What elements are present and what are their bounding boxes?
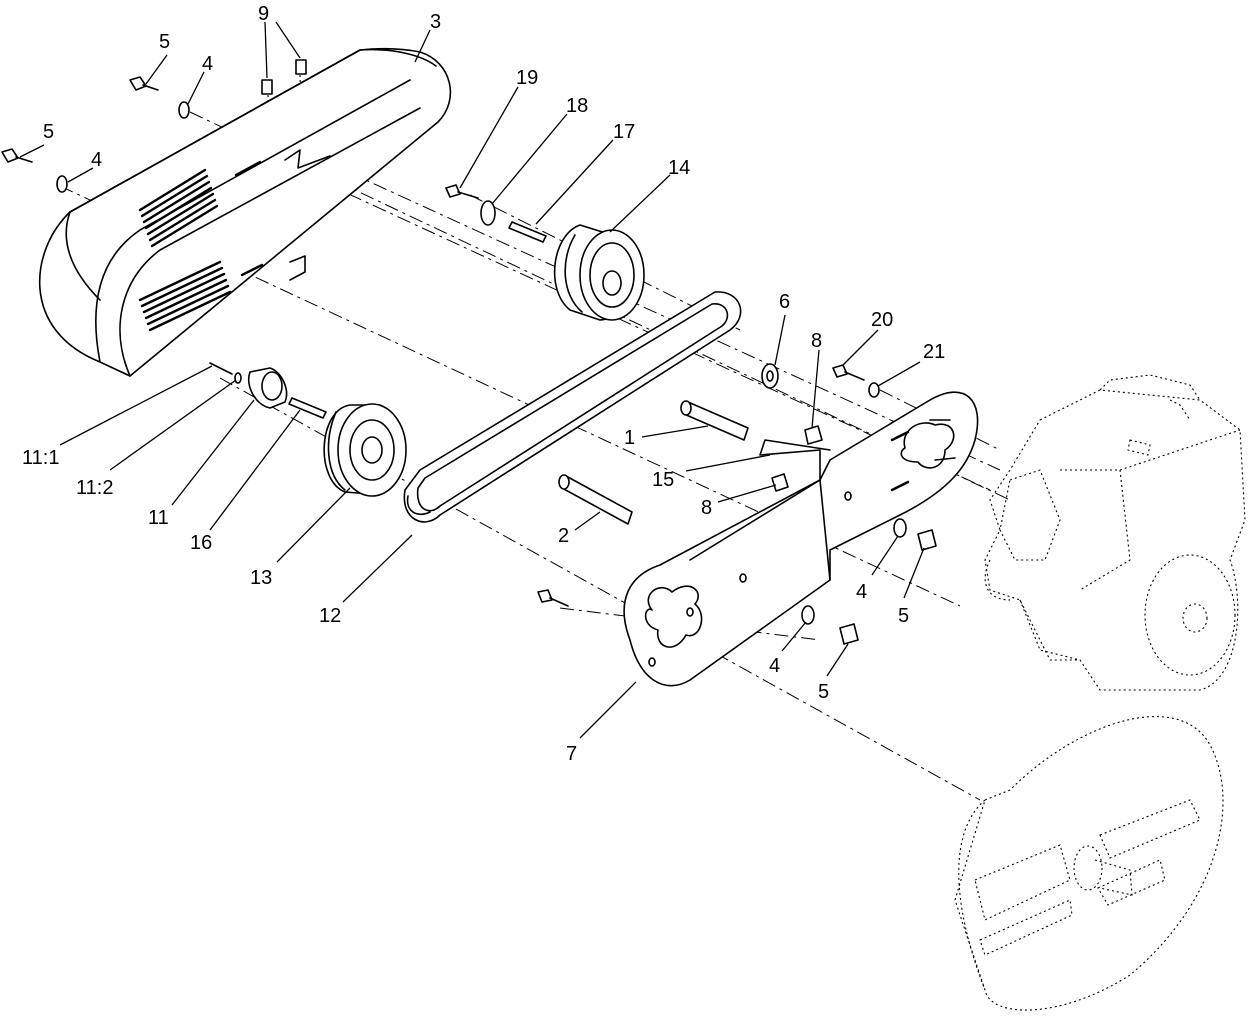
lower-pulley xyxy=(323,403,407,497)
engine-outline xyxy=(984,374,1246,691)
callout-4-bottom: 4 xyxy=(769,655,780,677)
callout-17: 17 xyxy=(613,121,635,143)
plate-bolt-washer xyxy=(832,364,880,398)
leader-lines xyxy=(19,21,925,739)
callout-9: 9 xyxy=(258,3,269,25)
belt-guard-cover xyxy=(38,47,452,377)
callout-11-2: 11:2 xyxy=(76,477,113,499)
callout-21: 21 xyxy=(923,341,945,363)
callout-labels: 1 2 3 4 4 4 4 5 5 5 5 6 7 8 8 9 11 11:1 … xyxy=(22,3,945,765)
callout-5-bottom: 5 xyxy=(818,681,829,703)
callout-3: 3 xyxy=(430,11,441,33)
callout-18: 18 xyxy=(566,95,588,117)
upper-pulley xyxy=(553,224,645,321)
callout-6: 6 xyxy=(779,291,790,313)
mounting-plate xyxy=(623,391,979,687)
bearing xyxy=(761,363,779,389)
callout-4-top: 4 xyxy=(202,53,213,75)
callout-16: 16 xyxy=(190,532,212,554)
callout-2: 2 xyxy=(558,525,569,547)
drive-belt xyxy=(403,291,742,523)
callout-11: 11 xyxy=(148,507,169,529)
callout-1: 1 xyxy=(624,427,635,449)
callout-5-top: 5 xyxy=(159,31,170,53)
callout-15: 15 xyxy=(652,469,674,491)
vent-slots-upper xyxy=(138,160,262,248)
callout-8-bottom: 8 xyxy=(701,497,712,519)
callout-4-left: 4 xyxy=(91,149,102,171)
callout-7: 7 xyxy=(566,743,577,765)
callout-8-top: 8 xyxy=(811,330,822,352)
callout-19: 19 xyxy=(516,67,538,89)
pulley-hardware-upper xyxy=(445,184,547,243)
cover-fasteners xyxy=(1,59,307,193)
drum-outline xyxy=(954,716,1224,1011)
callout-5-right: 5 xyxy=(898,605,909,627)
callout-5-left: 5 xyxy=(43,121,54,143)
callout-12: 12 xyxy=(319,605,341,627)
callout-4-right: 4 xyxy=(856,581,867,603)
spacers xyxy=(558,400,749,525)
callout-11-1: 11:1 xyxy=(22,447,59,469)
hub-bushing xyxy=(209,362,327,419)
callout-20: 20 xyxy=(871,309,893,331)
plate-fasteners xyxy=(537,518,937,645)
vent-slots-lower xyxy=(138,260,264,332)
callout-14: 14 xyxy=(668,157,690,179)
callout-13: 13 xyxy=(250,567,272,589)
